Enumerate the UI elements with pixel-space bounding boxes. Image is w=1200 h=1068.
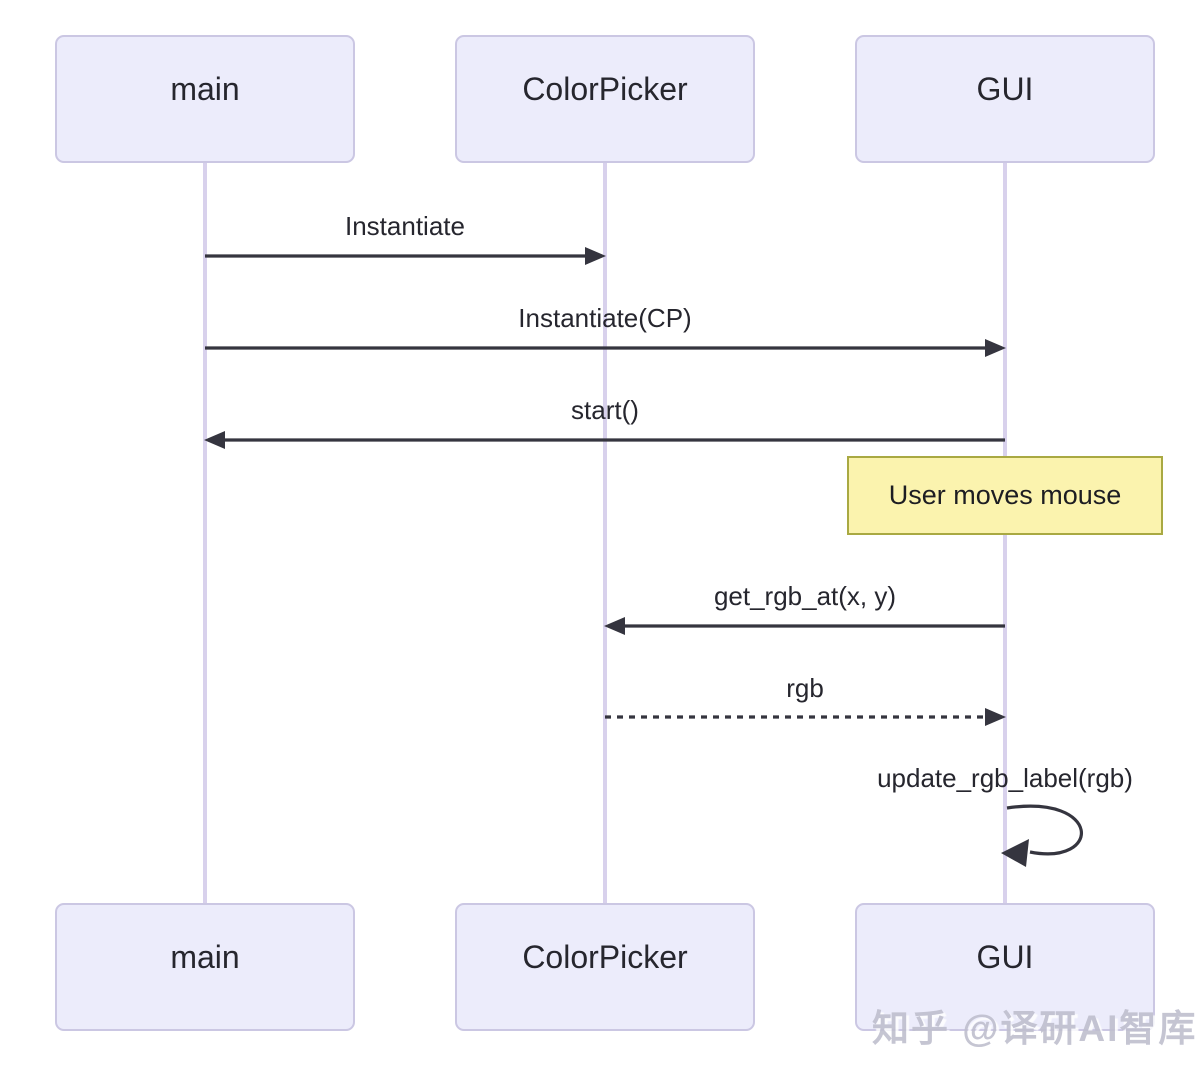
message-label-instantiate-cp: Instantiate(CP) bbox=[518, 303, 692, 333]
actor-box-main-top: main bbox=[55, 35, 355, 163]
watermark: 知乎 @译研AI智库 bbox=[872, 1008, 1198, 1049]
message-arrow-update-rgb-label bbox=[1001, 804, 1083, 867]
actor-label-main: main bbox=[170, 938, 240, 975]
message-label-instantiate: Instantiate bbox=[345, 211, 465, 241]
actor-box-colorpicker-top: ColorPicker bbox=[455, 35, 755, 163]
arrowhead-right-icon bbox=[985, 708, 1006, 726]
arrowhead-right-icon bbox=[985, 339, 1006, 357]
message-arrow-instantiate bbox=[205, 247, 606, 265]
message-label-start: start() bbox=[571, 395, 639, 425]
message-arrow-get-rgb-at bbox=[604, 617, 1005, 635]
arrowhead-left-icon bbox=[204, 431, 225, 449]
message-arrow-start bbox=[204, 431, 1005, 449]
message-arrow-instantiate-cp bbox=[205, 339, 1006, 357]
actor-box-main-bottom: main bbox=[55, 903, 355, 1031]
message-label-update-rgb-label: update_rgb_label(rgb) bbox=[877, 763, 1133, 793]
actor-box-gui-top: GUI bbox=[855, 35, 1155, 163]
arrowhead-left-icon bbox=[1001, 839, 1029, 867]
message-label-get-rgb-at: get_rgb_at(x, y) bbox=[713, 581, 897, 611]
actor-label-main: main bbox=[170, 70, 240, 107]
message-label-rgb: rgb bbox=[786, 673, 824, 703]
actor-box-gui-bottom: GUI bbox=[855, 903, 1155, 1031]
message-arrow-rgb bbox=[605, 708, 1006, 726]
arrowhead-left-icon bbox=[604, 617, 625, 635]
actor-label-colorpicker: ColorPicker bbox=[522, 70, 688, 107]
lifeline-main bbox=[203, 163, 207, 903]
actor-label-colorpicker: ColorPicker bbox=[522, 938, 688, 975]
actor-label-gui: GUI bbox=[976, 938, 1034, 975]
note-text: User moves mouse bbox=[888, 480, 1122, 510]
lifeline-colorpicker bbox=[603, 163, 607, 903]
actor-box-colorpicker-bottom: ColorPicker bbox=[455, 903, 755, 1031]
actor-label-gui: GUI bbox=[976, 70, 1034, 107]
note-user-moves-mouse: User moves mouse bbox=[847, 456, 1163, 535]
arrowhead-right-icon bbox=[585, 247, 606, 265]
